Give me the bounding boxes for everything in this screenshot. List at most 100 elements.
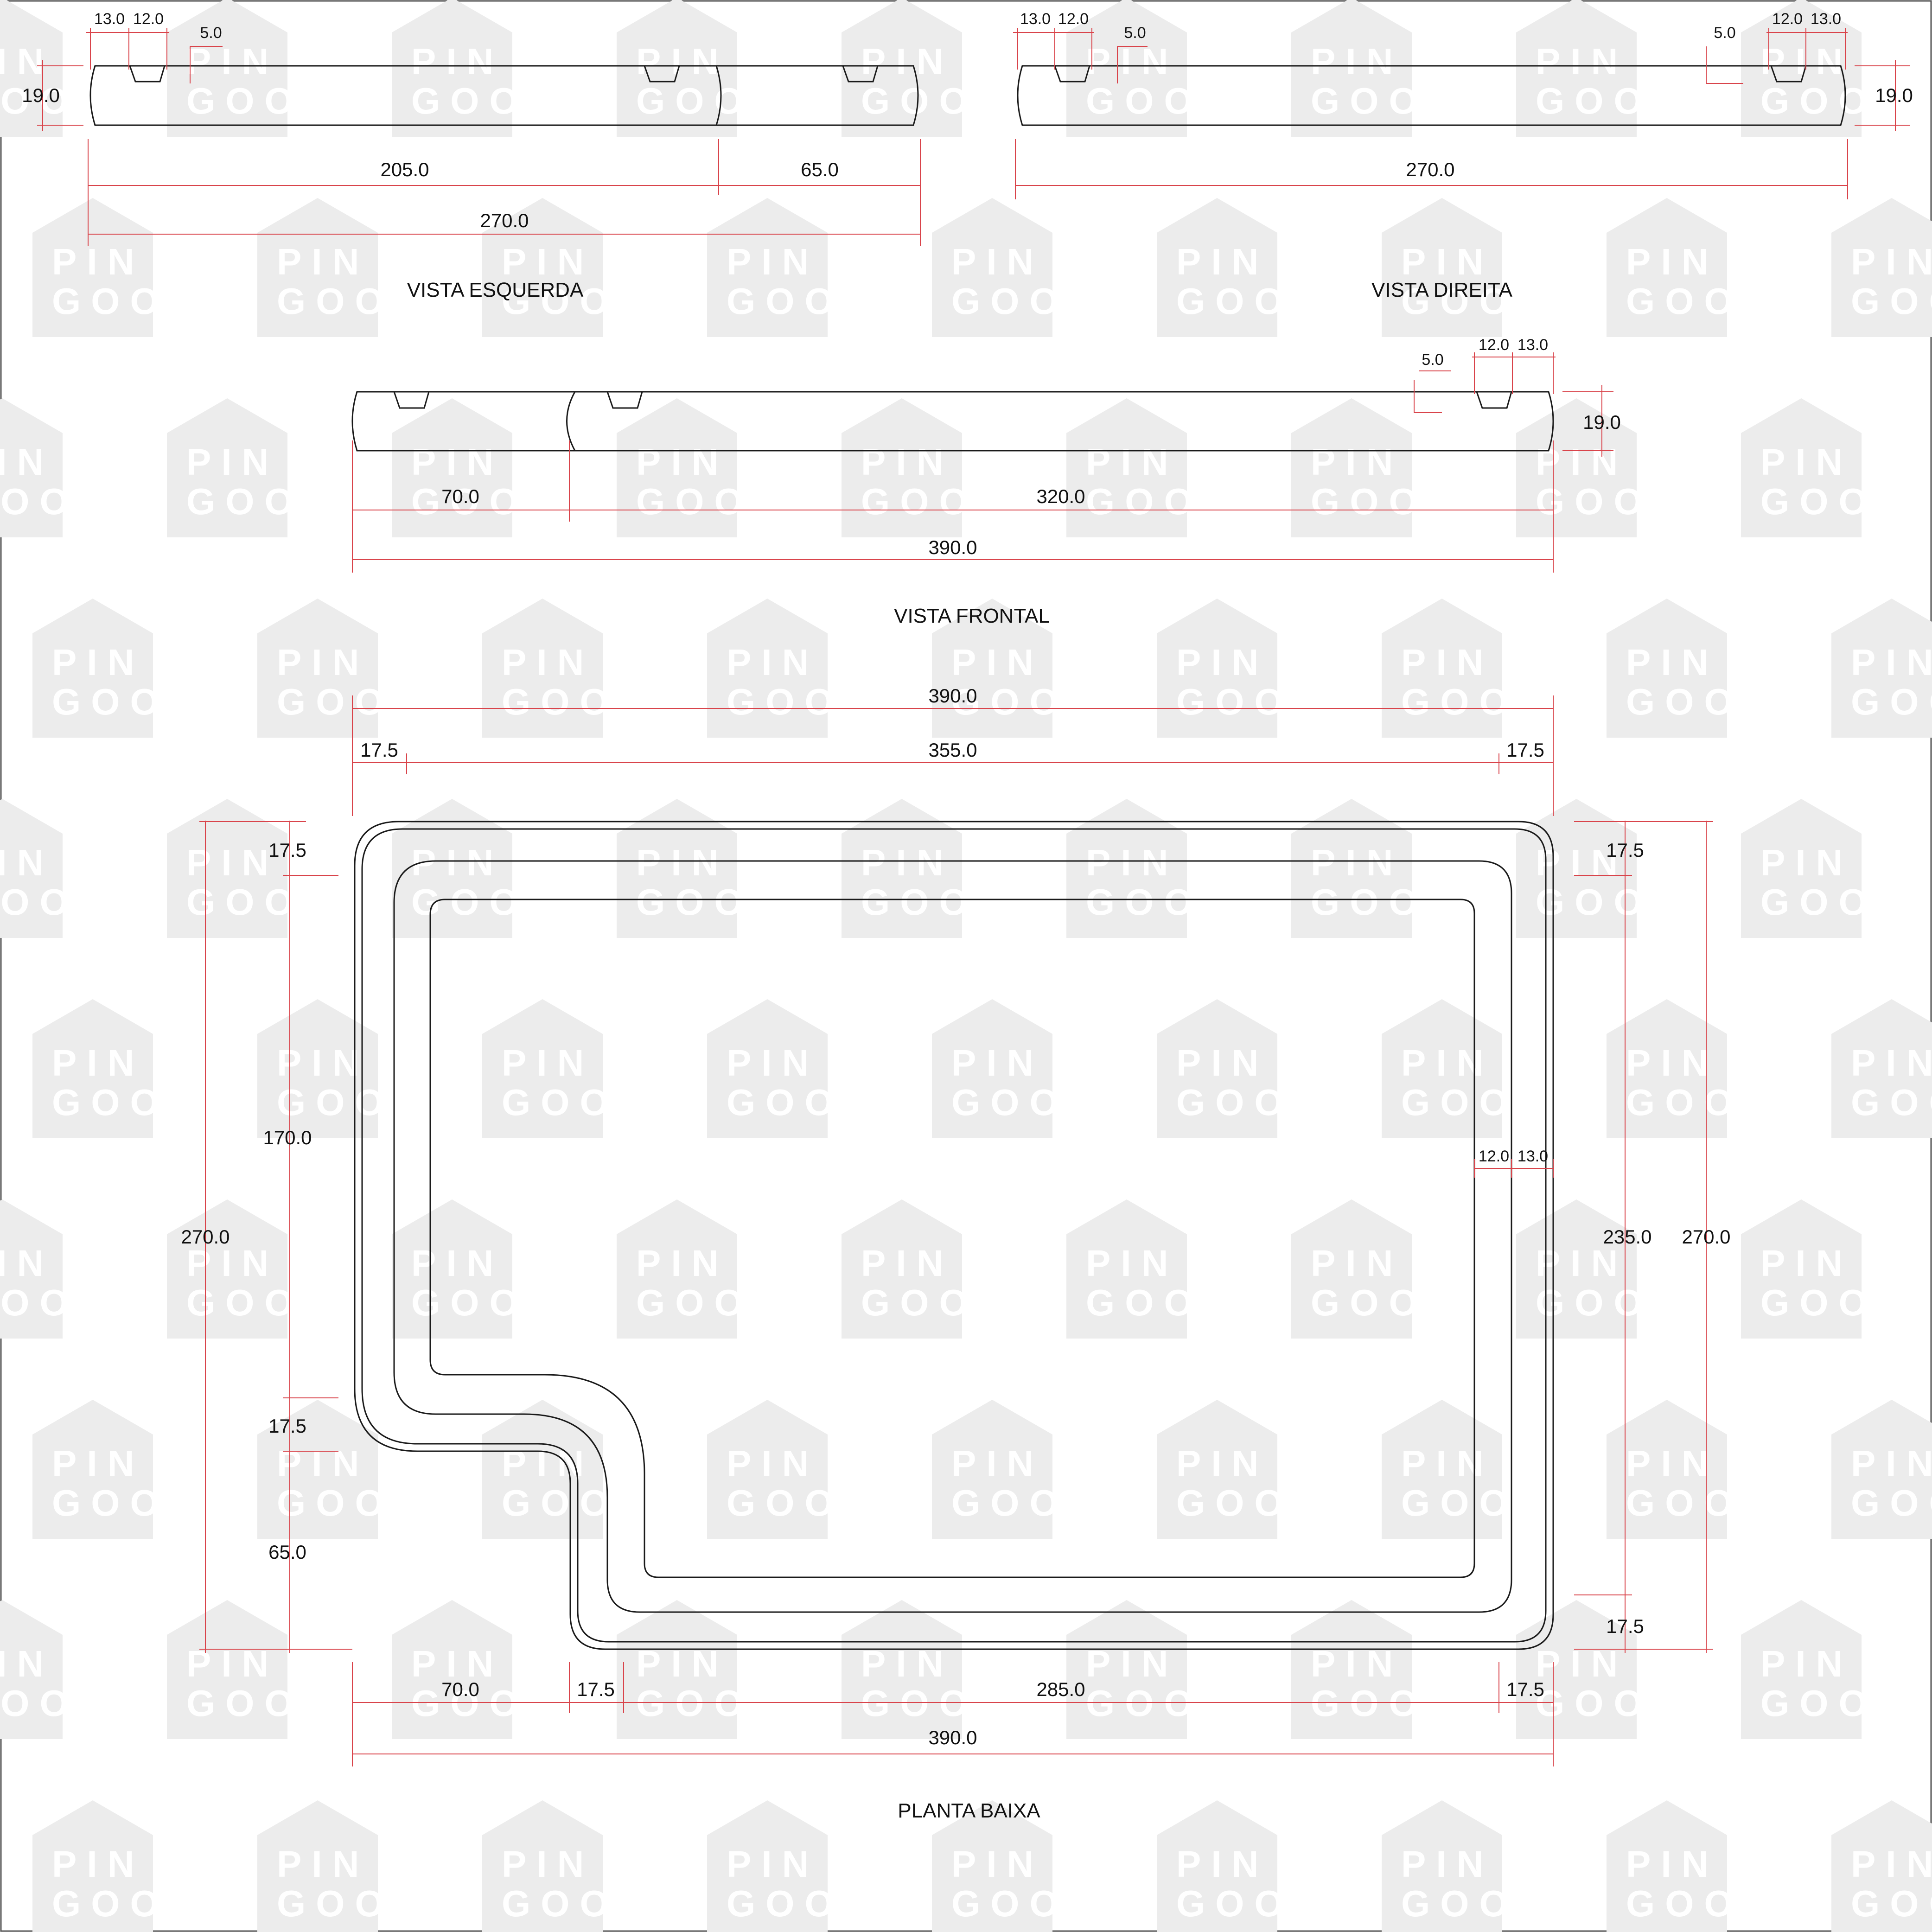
svg-text:GOO: GOO <box>727 281 844 322</box>
svg-text:GOO: GOO <box>727 681 844 722</box>
svg-text:GOO: GOO <box>277 1883 394 1924</box>
svg-text:PIN: PIN <box>0 842 54 883</box>
front-view-dimensions <box>352 352 1613 573</box>
svg-text:GOO: GOO <box>1401 1082 1518 1123</box>
dim-plan-bottom-17-b: 17.5 <box>1506 1678 1544 1700</box>
dim-left-65: 65.0 <box>801 159 839 180</box>
svg-text:PIN: PIN <box>502 241 594 282</box>
svg-text:PIN: PIN <box>502 642 594 683</box>
svg-text:PIN: PIN <box>411 441 504 483</box>
svg-text:GOO: GOO <box>1086 1683 1203 1724</box>
svg-text:GOO: GOO <box>52 1482 169 1524</box>
svg-text:GOO: GOO <box>1311 80 1428 121</box>
svg-text:PIN: PIN <box>1760 842 1853 883</box>
dim-front-height: 19.0 <box>1583 411 1621 433</box>
svg-text:PIN: PIN <box>727 241 819 282</box>
dim-plan-top-17-left: 17.5 <box>360 739 398 761</box>
svg-text:PIN: PIN <box>1401 1042 1493 1084</box>
svg-text:GOO: GOO <box>411 1282 529 1323</box>
svg-text:GOO: GOO <box>1086 881 1203 923</box>
svg-text:PIN: PIN <box>1851 642 1932 683</box>
left-view-dimensions <box>37 28 921 246</box>
svg-text:PIN: PIN <box>1086 41 1178 82</box>
svg-text:PIN: PIN <box>1626 1843 1718 1885</box>
svg-text:PIN: PIN <box>636 1643 728 1684</box>
svg-text:PIN: PIN <box>951 1843 1044 1885</box>
dim-right-notch-12b: 12.0 <box>1772 10 1803 28</box>
dim-plan-bottom-70: 70.0 <box>441 1678 479 1700</box>
svg-text:PIN: PIN <box>1626 241 1718 282</box>
dim-plan-left-65: 65.0 <box>268 1541 306 1563</box>
svg-text:GOO: GOO <box>411 1683 529 1724</box>
dim-plan-rim-12: 12.0 <box>1479 1148 1509 1165</box>
svg-text:PIN: PIN <box>1626 1443 1718 1484</box>
plan-middle-step <box>393 860 1512 1613</box>
dim-plan-left-17-top: 17.5 <box>268 839 306 861</box>
svg-text:GOO: GOO <box>52 1082 169 1123</box>
dim-plan-rim-13: 13.0 <box>1518 1148 1548 1165</box>
dim-plan-right-235: 235.0 <box>1603 1226 1651 1248</box>
svg-text:PIN: PIN <box>186 441 279 483</box>
front-view-joint <box>566 391 576 451</box>
dim-plan-left-17-step: 17.5 <box>268 1415 306 1437</box>
svg-text:GOO: GOO <box>502 1482 619 1524</box>
svg-text:PIN: PIN <box>1626 642 1718 683</box>
svg-text:GOO: GOO <box>1176 1883 1294 1924</box>
dim-right-notch-13b: 13.0 <box>1811 10 1841 28</box>
dim-right-gap-left: 5.0 <box>1124 24 1146 42</box>
svg-text:GOO: GOO <box>0 80 79 121</box>
svg-text:GOO: GOO <box>52 281 169 322</box>
svg-text:PIN: PIN <box>1086 441 1178 483</box>
svg-text:GOO: GOO <box>0 881 79 923</box>
dim-right-notch-12: 12.0 <box>1058 10 1089 28</box>
svg-text:GOO: GOO <box>1626 1883 1743 1924</box>
svg-text:PIN: PIN <box>1851 1443 1932 1484</box>
svg-text:PIN: PIN <box>186 1643 279 1684</box>
view-vista-esquerda: 205.0 65.0 270.0 19.0 13.0 12.0 5.0 VIST… <box>22 10 921 301</box>
dim-front-notch-12: 12.0 <box>1479 336 1509 354</box>
svg-text:GOO: GOO <box>1536 80 1653 121</box>
svg-text:PIN: PIN <box>52 1843 144 1885</box>
svg-text:PIN: PIN <box>1760 1643 1853 1684</box>
svg-text:PIN: PIN <box>861 1643 953 1684</box>
dim-plan-bottom-17-a: 17.5 <box>577 1678 615 1700</box>
svg-text:GOO: GOO <box>1626 281 1743 322</box>
svg-text:PIN: PIN <box>277 1443 369 1484</box>
svg-text:PIN: PIN <box>0 441 54 483</box>
svg-text:PIN: PIN <box>52 1042 144 1084</box>
svg-text:GOO: GOO <box>861 1683 978 1724</box>
svg-text:PIN: PIN <box>1176 1443 1269 1484</box>
